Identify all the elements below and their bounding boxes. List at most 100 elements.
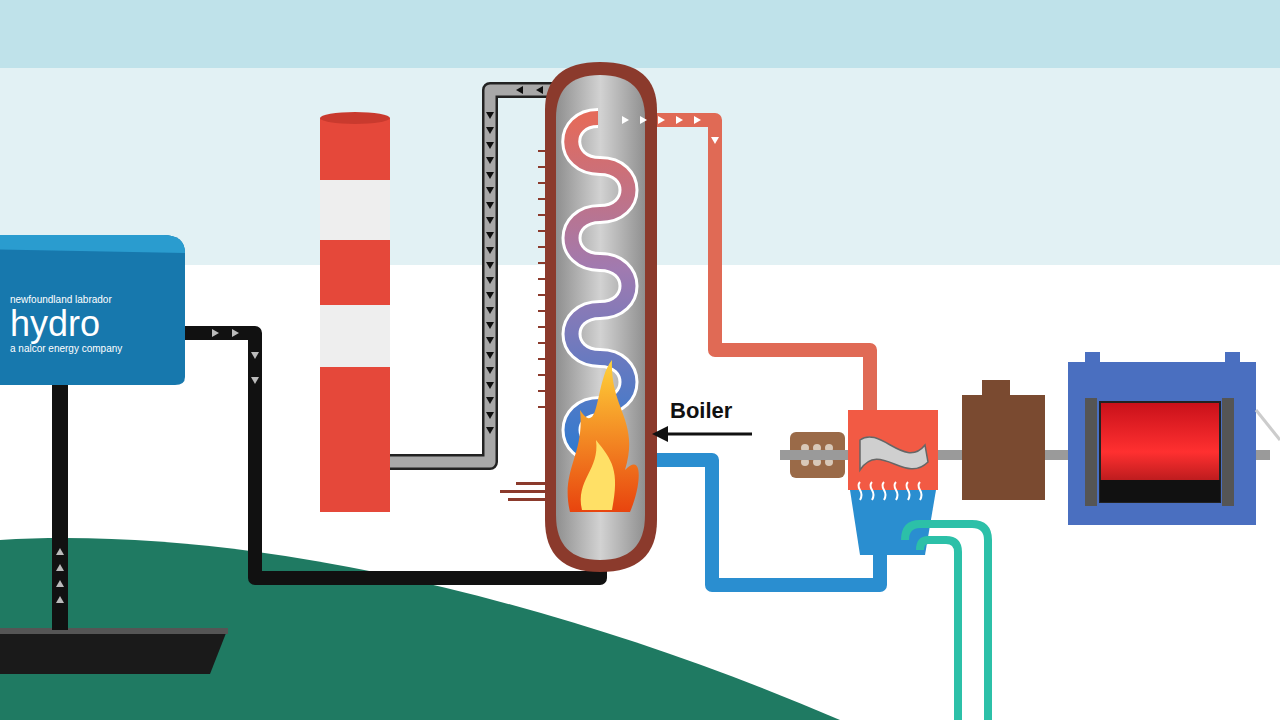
turbine-casing [848,410,938,490]
tick [538,214,545,216]
tick [538,326,545,328]
burner-pin [516,482,546,485]
flow-arrow [640,116,647,124]
flow-arrow [56,548,64,555]
tick [538,310,545,312]
generator-bearing [1085,398,1097,506]
flow-arrow [486,127,494,134]
tick [538,278,545,280]
flow-arrow [56,564,64,571]
flow-arrow [486,247,494,254]
boiler-ticks [538,150,545,408]
logo-tagline: a nalcor energy company [10,342,175,355]
callout-leader [664,433,752,436]
callout-label: Boiler [670,398,732,424]
flow-arrow [486,307,494,314]
sky-top [0,0,1280,68]
flow-arrow [56,580,64,587]
tick [538,246,545,248]
flow-arrow [486,232,494,239]
chimney-band [320,180,390,240]
flow-arrow [486,337,494,344]
flow-arrow [486,217,494,224]
generator-rotor [1100,402,1220,502]
flow-arrow [251,352,259,359]
boiler-chamber [556,75,645,560]
steam-wave [859,482,862,500]
flow-arrow [486,112,494,119]
burner-pins [500,482,546,501]
tank-top [0,235,185,253]
tick [538,230,545,232]
cooling-pipe [920,540,958,720]
tick [538,390,545,392]
flames [568,360,639,512]
flow-arrow [486,382,494,389]
tick [538,358,545,360]
tank-body [0,235,185,385]
tick [538,294,545,296]
flow-arrow [486,292,494,299]
flow-arrow [251,377,259,384]
supply-pipe [52,385,68,630]
steam-wave [871,482,874,500]
flow-arrow [486,277,494,284]
cooling-pipe [905,524,988,720]
flow-arrow [622,116,629,124]
flow-arrow [212,329,219,337]
flow-arrow [516,86,523,94]
tick [538,182,545,184]
coupling [962,380,1045,500]
flow-arrow [56,596,64,603]
flow-arrow [711,137,719,144]
steam-wave [919,482,922,500]
chimney-band [320,305,390,367]
chimney-top [320,112,390,124]
steam-wave [907,482,910,500]
flame [568,360,639,512]
burner-pin [508,498,546,501]
flame-core [581,440,615,510]
barge-deck [0,628,228,634]
tick [538,150,545,152]
flow-arrow [676,116,683,124]
fuel-barge [0,628,228,674]
flow-arrow [486,322,494,329]
burner-pin [500,490,546,493]
steam-wave [895,482,898,500]
generator-core [1100,480,1220,502]
flow-arrow [486,262,494,269]
flow-arrow [486,202,494,209]
storage-tank: newfoundland labradorhydroa nalcor energ… [0,235,185,385]
generator-casing [1068,352,1256,525]
flow-arrow [486,172,494,179]
flow-arrow [486,352,494,359]
steam-wave [883,482,886,500]
generator-bearing [1222,398,1234,506]
tick [538,374,545,376]
flow-arrow [536,86,543,94]
tick [538,262,545,264]
flow-arrow [486,397,494,404]
boiler-shell [545,62,657,572]
flow-arrow [486,157,494,164]
flow-arrow [658,116,665,124]
condenser-steam [859,482,922,500]
flow-arrow [694,116,701,124]
flow-arrow [486,187,494,194]
tick [538,406,545,408]
logo-text: hydro [10,306,175,342]
callout-arrowhead [652,426,668,442]
tick [538,166,545,168]
chimney [320,118,390,512]
turbine-rotor [860,437,928,470]
tick [538,198,545,200]
flow-arrow [486,427,494,434]
flow-arrow [232,329,239,337]
flow-arrow [486,142,494,149]
flow-arrow [486,412,494,419]
flow-arrow [486,367,494,374]
